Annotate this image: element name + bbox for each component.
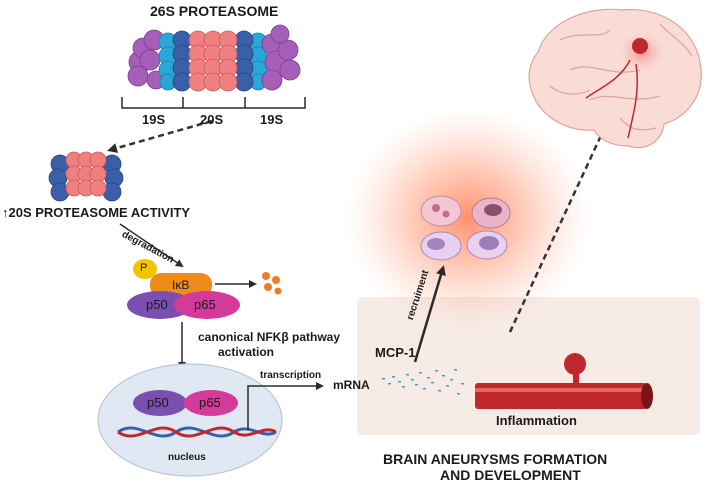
- phospho-label: P: [140, 262, 148, 274]
- label-19s-right: 19S: [260, 112, 284, 127]
- p50-label: p50: [146, 297, 168, 312]
- p65-label: p65: [194, 297, 216, 312]
- ikb-label: IκB: [172, 278, 190, 292]
- nucleus-p65-label: p65: [199, 395, 221, 410]
- footer-title-line1: BRAIN ANEURYSMS FORMATION: [383, 451, 608, 467]
- recruitment-arrow: [413, 265, 446, 363]
- nucleus-p50-label: p50: [147, 395, 169, 410]
- proteasome-26s-icon: [127, 24, 301, 92]
- inflammation-glow: [346, 108, 590, 328]
- canonical-pathway-label: canonical NFKβ pathway: [198, 330, 341, 344]
- blood-vessel-icon: [475, 353, 653, 409]
- transcription-arrow: [247, 382, 324, 430]
- nucleus-label: nucleus: [168, 452, 206, 463]
- degraded-fragments-icon: [262, 272, 282, 295]
- dashed-arrow-20s: [107, 119, 213, 153]
- footer-title-line2: AND DEVELOPMENT: [440, 467, 581, 483]
- inflammation-label: Inflammation: [496, 413, 577, 428]
- proteasome-activity-label: ↑20S PROTEASOME ACTIVITY: [2, 205, 191, 220]
- mrna-label: mRNA: [333, 378, 370, 392]
- activation-label: activation: [218, 345, 275, 359]
- proteasome-26s-title: 26S PROTEASOME: [150, 3, 279, 19]
- brain-icon: [528, 8, 702, 149]
- label-20s: 20S: [200, 112, 224, 127]
- proteasome-20s-icon: [48, 151, 124, 202]
- mcp1-particles-icon: [382, 369, 464, 395]
- nucleus-icon: [97, 363, 283, 477]
- degradation-arrow: [119, 223, 184, 268]
- transcription-label: transcription: [260, 370, 322, 381]
- subunit-brackets: [121, 97, 306, 109]
- immune-cells-icon: [420, 195, 511, 261]
- mcp1-label: MCP-1: [375, 345, 416, 360]
- ikb-complex: [127, 259, 240, 319]
- label-19s-left: 19S: [142, 112, 166, 127]
